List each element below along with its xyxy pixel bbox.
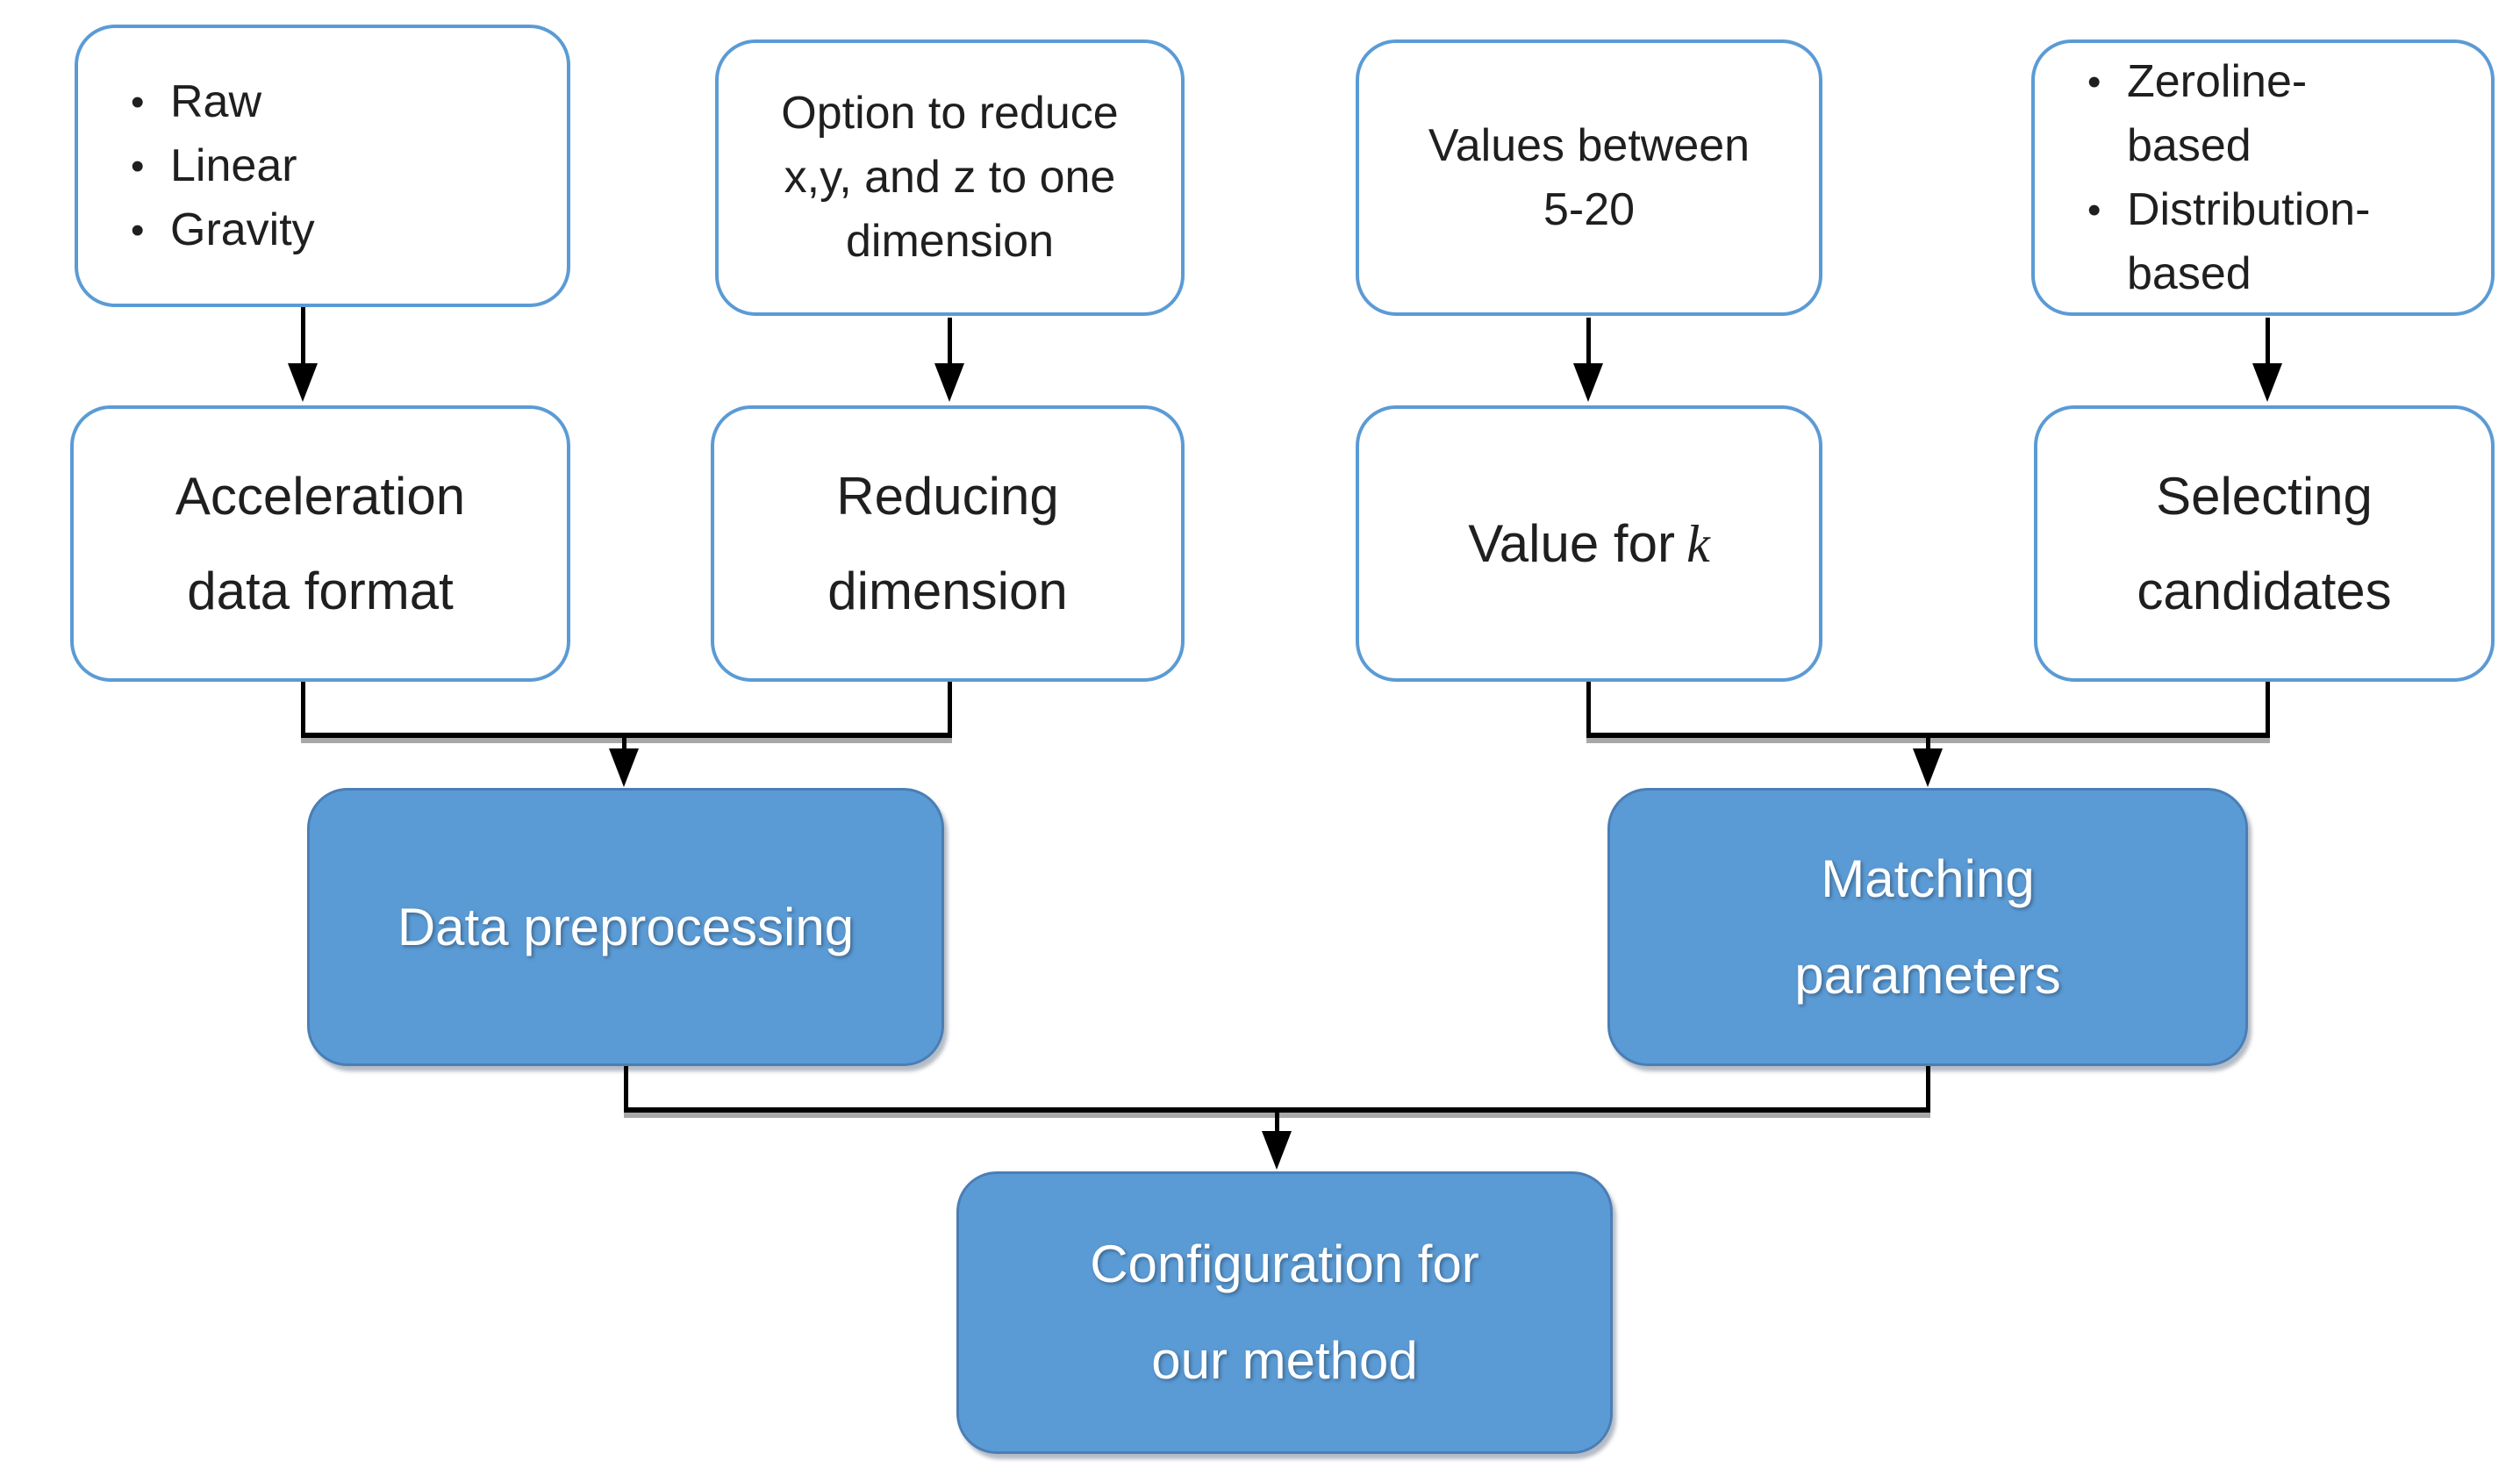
group-label: parameters: [1794, 945, 2061, 1005]
arrow-down-icon: [1262, 1131, 1292, 1170]
connector-line: [301, 682, 305, 738]
connector-line: [624, 1066, 628, 1113]
note-text: Option to reduce: [781, 88, 1119, 139]
arrow-down-icon: [609, 748, 639, 787]
list-item: • Raw: [78, 70, 567, 134]
note-acceleration-formats: • Raw • Linear • Gravity: [75, 25, 570, 307]
arrow-down-icon: [934, 363, 964, 402]
note-text: Distribution-based: [2127, 183, 2371, 299]
connector-line: [622, 738, 626, 755]
note-text: Gravity: [170, 204, 315, 255]
step-label: candidates: [2137, 561, 2392, 620]
step-selecting-candidates: Selecting candidates: [2034, 405, 2495, 682]
connector-line: [301, 307, 305, 363]
step-label: Reducing: [836, 466, 1059, 526]
connector-line: [2266, 682, 2270, 738]
arrow-down-icon: [1573, 363, 1603, 402]
connector-line: [1926, 1066, 1930, 1113]
note-text: Linear: [170, 140, 297, 191]
note-text: Raw: [170, 75, 262, 127]
note-dimension-reduction: Option to reduce x,y, and z to one dimen…: [715, 39, 1185, 316]
note-text: Values between: [1428, 119, 1750, 171]
arrow-down-icon: [2252, 363, 2282, 402]
connector-line: [1926, 738, 1930, 755]
group-data-preprocessing: Data preprocessing: [307, 788, 944, 1066]
bullet-icon: •: [2087, 188, 2101, 232]
note-k-range: Values between 5-20: [1356, 39, 1822, 316]
note-text: dimension: [845, 216, 1055, 267]
step-label: data format: [187, 561, 454, 620]
step-label: Selecting: [2156, 466, 2373, 526]
step-label: Acceleration: [175, 466, 466, 526]
group-label: Matching: [1821, 848, 2035, 908]
connector-line: [1586, 733, 2270, 738]
bullet-icon: •: [131, 144, 145, 188]
bullet-icon: •: [2087, 60, 2101, 104]
bullet-icon: •: [131, 208, 145, 252]
note-text: 5-20: [1543, 183, 1636, 235]
connector-line: [301, 733, 952, 738]
result-label: Configuration for: [1090, 1235, 1479, 1293]
list-item: • Gravity: [78, 198, 567, 262]
connector-line: [2266, 318, 2270, 363]
note-text: x,y, and z to one: [784, 152, 1116, 203]
step-acceleration-data-format: Acceleration data format: [70, 405, 570, 682]
group-matching-parameters: Matching parameters: [1607, 788, 2248, 1066]
group-label: Data preprocessing: [397, 897, 855, 956]
connector-line: [624, 1107, 1930, 1113]
step-label-variable: k: [1686, 514, 1710, 573]
note-candidate-methods: • Zeroline-based • Distribution-based: [2031, 39, 2495, 316]
connector-line: [1586, 682, 1591, 738]
step-reducing-dimension: Reducing dimension: [711, 405, 1185, 682]
arrow-down-icon: [1913, 748, 1943, 787]
bullet-icon: •: [131, 80, 145, 124]
list-item: • Zeroline-based: [2035, 50, 2491, 178]
list-item: • Distribution-based: [2035, 178, 2491, 306]
arrow-down-icon: [288, 363, 318, 402]
list-item: • Linear: [78, 134, 567, 198]
result-configuration: Configuration for our method: [956, 1171, 1613, 1454]
result-label: our method: [1151, 1331, 1418, 1390]
connector-line: [948, 682, 952, 738]
connector-line: [1586, 318, 1591, 363]
step-label-text: Value for: [1468, 513, 1675, 573]
note-text: Zeroline-based: [2127, 55, 2308, 171]
connector-line: [1275, 1113, 1279, 1134]
connector-line: [948, 318, 952, 363]
step-label: dimension: [827, 561, 1068, 620]
